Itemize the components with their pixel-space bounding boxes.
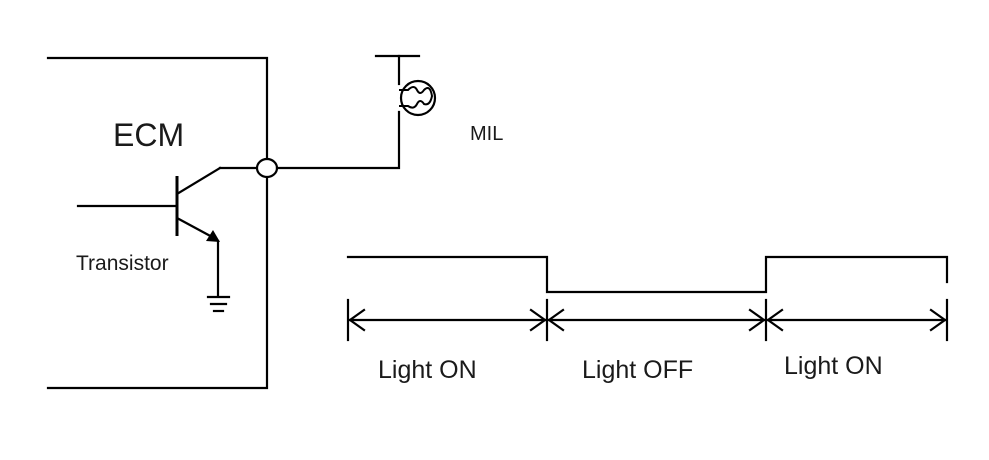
light-on-label-1: Light ON <box>378 356 477 384</box>
time-span-markers <box>346 298 949 342</box>
lamp-icon <box>374 54 437 117</box>
transistor-label: Transistor <box>76 252 169 275</box>
ecm-box-outline <box>46 56 269 390</box>
mil-signal-wire <box>275 110 401 170</box>
span-arrow-light-on-2 <box>766 308 947 332</box>
junction-node-icon <box>255 157 279 179</box>
ecm-label: ECM <box>113 117 184 153</box>
light-off-label: Light OFF <box>582 356 693 384</box>
span-arrow-light-off <box>547 308 766 332</box>
mil-label: MIL <box>470 123 503 145</box>
light-on-label-2: Light ON <box>784 352 883 380</box>
npn-transistor-icon <box>76 166 222 298</box>
ground-icon <box>206 295 231 313</box>
mil-waveform <box>346 255 949 294</box>
span-arrow-light-on-1 <box>348 308 547 332</box>
